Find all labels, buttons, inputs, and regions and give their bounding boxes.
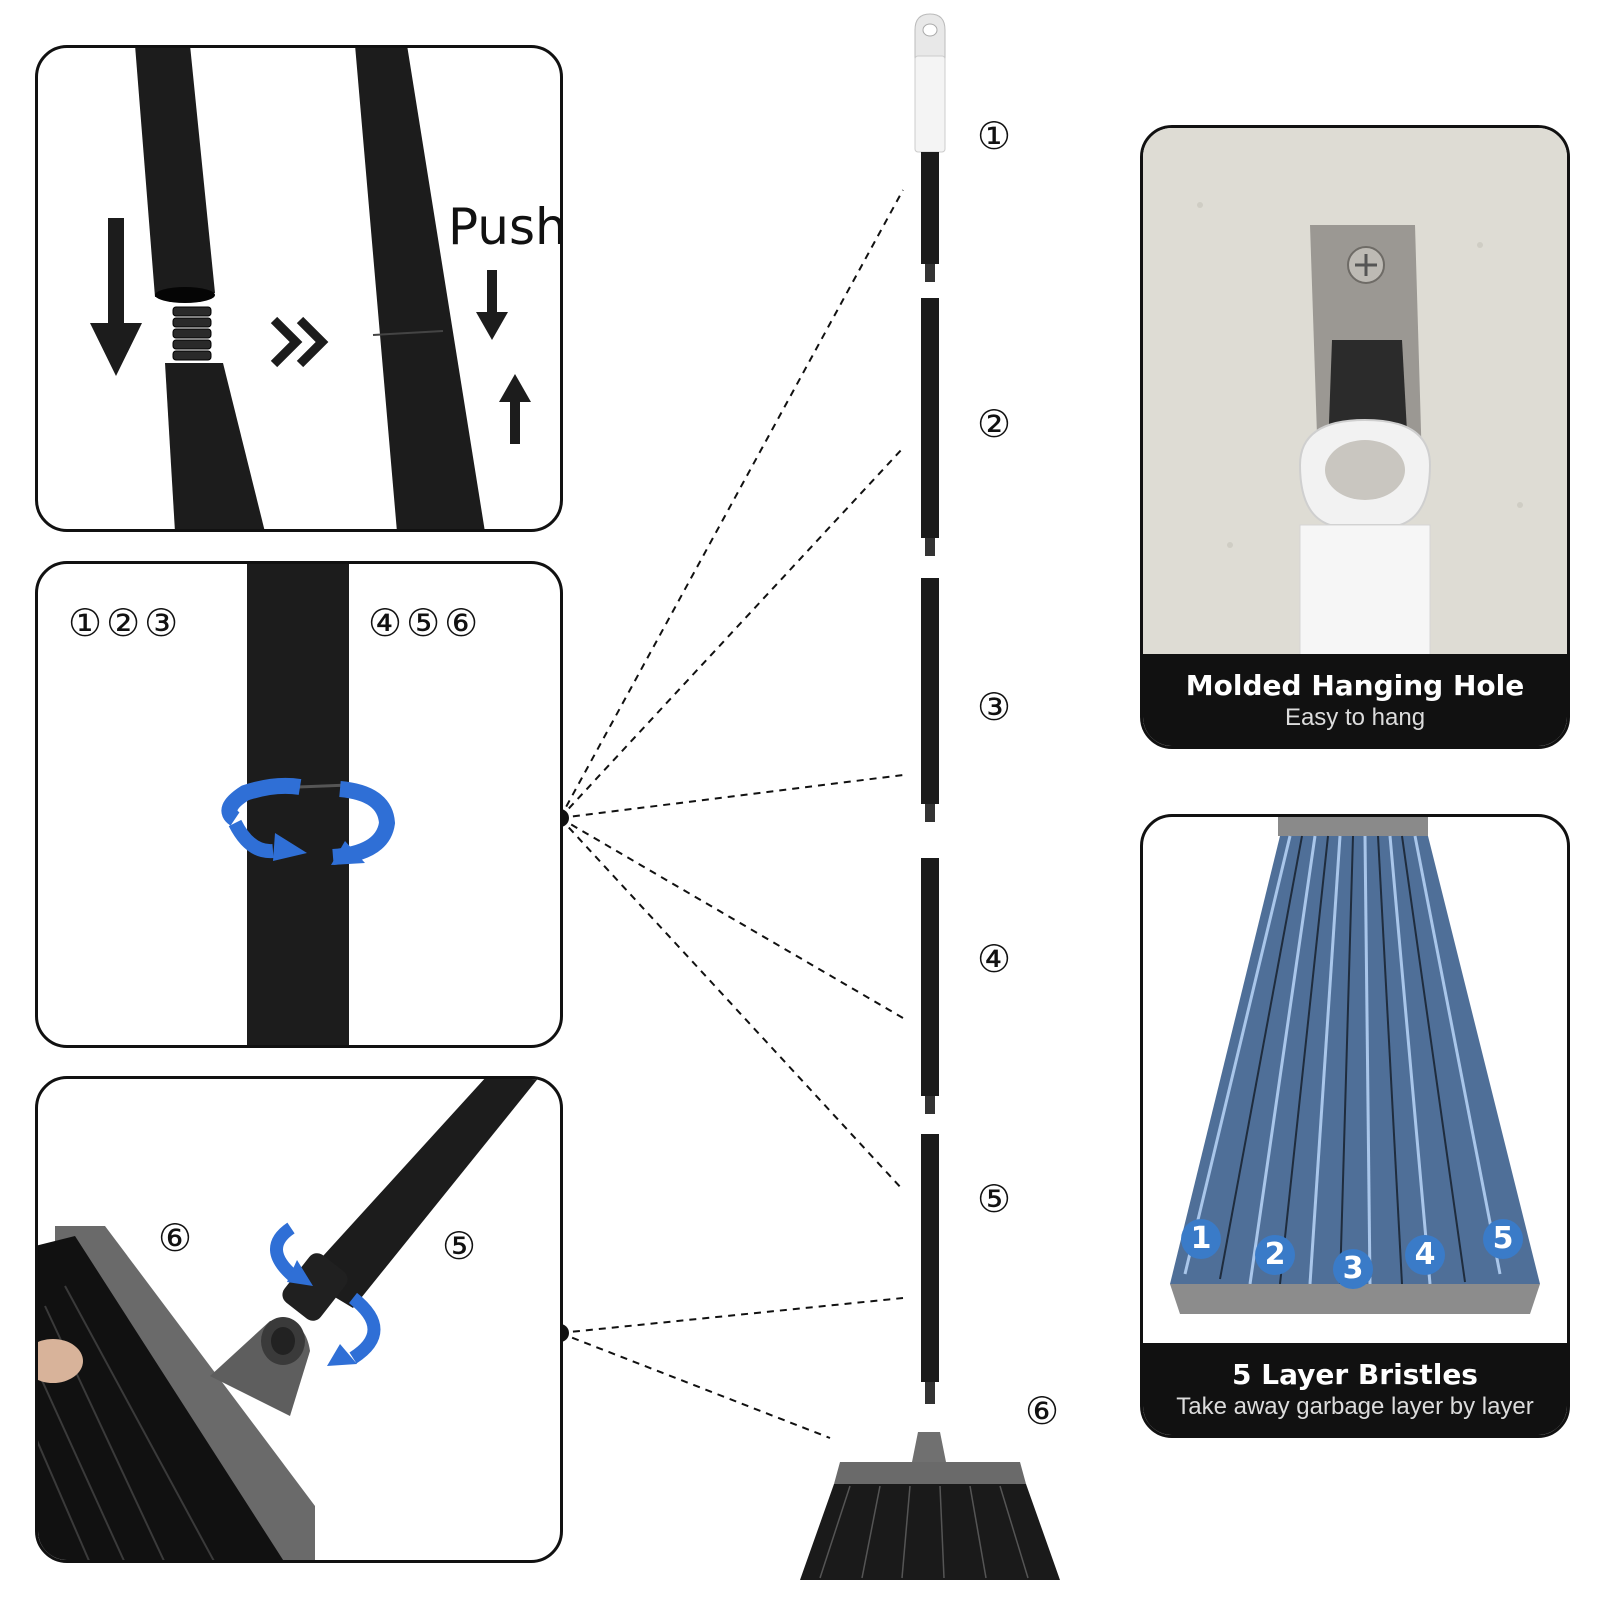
- section-number-1: ①: [977, 114, 1012, 158]
- hanging-hook-photo: [1143, 128, 1567, 665]
- layer-marker-1: 1: [1181, 1219, 1221, 1259]
- bristles-caption: 5 Layer Bristles Take away garbage layer…: [1143, 1343, 1567, 1435]
- layer-marker-2: 2: [1255, 1235, 1295, 1275]
- connect-panel: Push: [35, 45, 563, 532]
- section-number-6: ⑥: [1025, 1389, 1060, 1433]
- layer-marker-4: 4: [1405, 1235, 1445, 1275]
- arrow-up-small-icon: [498, 374, 532, 448]
- section-number-3: ③: [977, 685, 1012, 729]
- arrow-down-icon: [90, 218, 146, 382]
- pole-connection-illustration: [135, 48, 485, 529]
- twist-panel: ①②③ ④⑤⑥: [35, 561, 563, 1048]
- hanging-subtitle: Easy to hang: [1284, 703, 1426, 731]
- bristles-photo: [1170, 817, 1540, 1314]
- head-left-number: ⑥: [158, 1216, 193, 1260]
- rotate-arrow-icon: [221, 777, 396, 865]
- bristles-title: 5 Layer Bristles: [1232, 1357, 1478, 1391]
- hanging-hook-icon: [914, 13, 946, 59]
- bristles-panel: 1 2 3 4 5 5 Layer Bristles Take away gar…: [1140, 814, 1570, 1438]
- arrow-down-small-icon: [475, 270, 509, 344]
- hanging-title: Molded Hanging Hole: [1185, 668, 1525, 702]
- twist-left-numbers: ①②③: [68, 601, 183, 645]
- head-panel: ⑥ ⑤: [35, 1076, 563, 1563]
- section-number-4: ④: [977, 937, 1012, 981]
- hanging-caption: Molded Hanging Hole Easy to hang: [1143, 654, 1567, 746]
- bristles-subtitle: Take away garbage layer by layer: [1176, 1392, 1534, 1420]
- head-connection-illustration: [38, 1079, 538, 1560]
- layer-marker-5: 5: [1483, 1219, 1523, 1259]
- hanging-panel: Molded Hanging Hole Easy to hang: [1140, 125, 1570, 749]
- head-right-number: ⑤: [442, 1224, 477, 1268]
- broom-illustration: [800, 13, 1060, 1580]
- twist-right-numbers: ④⑤⑥: [368, 601, 483, 645]
- pole-twist-illustration: [221, 564, 396, 1045]
- rotate-arrow-icon: [270, 1222, 381, 1366]
- push-label: Push: [448, 198, 563, 256]
- double-chevron-icon: [270, 316, 330, 372]
- section-number-2: ②: [977, 402, 1012, 446]
- layer-marker-3: 3: [1333, 1249, 1373, 1289]
- section-number-5: ⑤: [977, 1177, 1012, 1221]
